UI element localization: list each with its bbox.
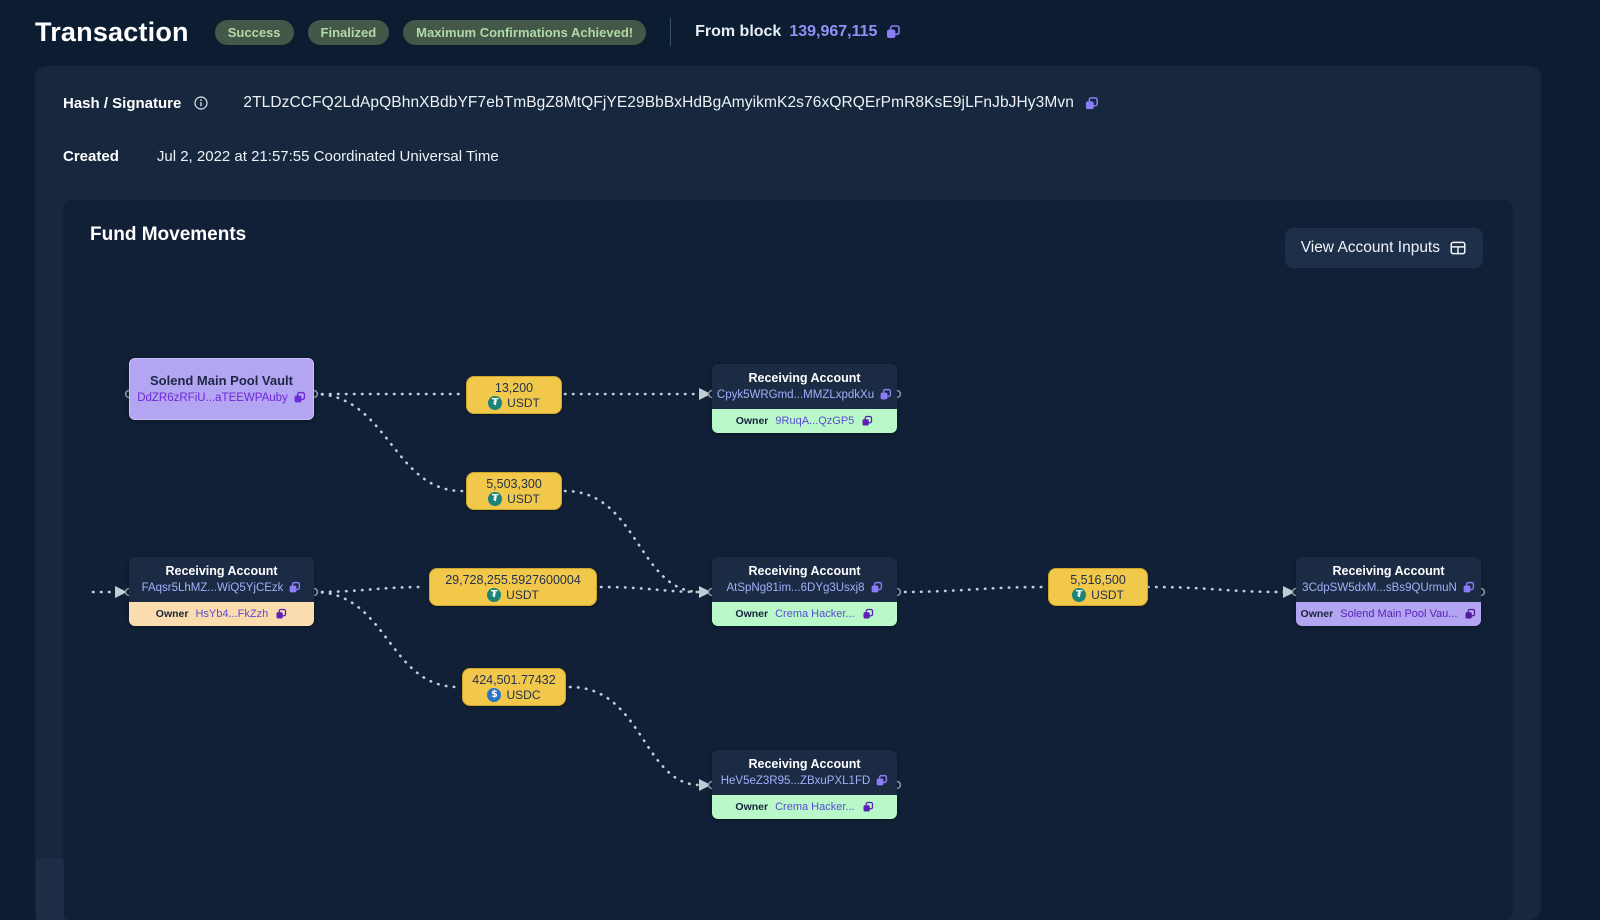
created-row: Created Jul 2, 2022 at 21:57:55 Coordina…: [63, 148, 499, 165]
copy-block-icon[interactable]: [885, 24, 901, 40]
owner-label: Owner: [735, 415, 769, 427]
owner-address-link[interactable]: Crema Hacker...: [775, 801, 855, 813]
owner-label: Owner: [735, 608, 769, 620]
copy-hash-icon[interactable]: [1084, 96, 1099, 111]
token-symbol: USDT: [507, 491, 540, 506]
page-title: Transaction: [35, 16, 189, 47]
token-symbol: USDT: [507, 395, 540, 410]
transfer-amount: 5,503,300: [486, 476, 542, 491]
token-symbol: USDT: [1091, 587, 1124, 602]
owner-address-link[interactable]: 9RuqA...QzGP5: [775, 415, 855, 427]
transfer-node-5516500-usdt[interactable]: 5,516,500 USDT: [1048, 568, 1148, 606]
transfer-amount: 424,501.77432: [472, 672, 556, 687]
flow-edges: [91, 388, 1486, 791]
account-address-link[interactable]: AtSpNg81im...6DYg3Usxj8: [726, 581, 865, 594]
account-title: Receiving Account: [748, 564, 861, 578]
copy-owner-icon[interactable]: [861, 415, 873, 427]
account-title: Receiving Account: [748, 757, 861, 771]
owner-badge: Owner HsYb4...FkZzh: [129, 602, 314, 626]
copy-owner-icon[interactable]: [862, 801, 874, 813]
transfer-node-424501-usdc[interactable]: 424,501.77432 USDC: [462, 668, 566, 706]
account-address-link[interactable]: 3CdpSW5dxM...sBs9QUrmuN: [1302, 581, 1457, 594]
copy-address-icon[interactable]: [879, 388, 892, 401]
fund-movements-title: Fund Movements: [90, 224, 247, 245]
status-badge-confirmations: Maximum Confirmations Achieved!: [403, 19, 647, 45]
from-block: From block 139,967,115: [695, 23, 901, 41]
created-value: Jul 2, 2022 at 21:57:55 Coordinated Univ…: [156, 148, 499, 165]
account-title: Solend Main Pool Vault: [149, 373, 293, 388]
fund-flow-diagram: Solend Main Pool Vault DdZR6zRFiU...aTEE…: [63, 200, 1513, 920]
created-label: Created: [63, 148, 119, 165]
transfer-amount: 29,728,255.5927600004: [445, 572, 581, 587]
token-symbol: USDT: [506, 587, 539, 602]
view-account-inputs-label: View Account Inputs: [1300, 239, 1440, 256]
owner-label: Owner: [1300, 608, 1334, 620]
account-address-link[interactable]: HeV5eZ3R95...ZBxuPXL1FD: [720, 774, 871, 787]
block-number-link[interactable]: 139,967,115: [789, 23, 878, 40]
node-receiving-account-middle[interactable]: Receiving Account AtSpNg81im...6DYg3Usxj…: [712, 557, 897, 626]
copy-owner-icon[interactable]: [1464, 608, 1476, 620]
owner-badge: Owner Solend Main Pool Vau...: [1296, 602, 1481, 626]
copy-address-icon[interactable]: [288, 581, 301, 594]
usdc-icon: [487, 687, 502, 702]
flow-controls-strip: [36, 858, 64, 920]
usdt-icon: [488, 491, 503, 506]
hash-label: Hash / Signature: [63, 94, 182, 112]
edge-arrowheads: [115, 388, 1295, 791]
account-title: Receiving Account: [748, 371, 861, 385]
transfer-amount: 13,200: [494, 380, 534, 395]
owner-label: Owner: [155, 608, 189, 620]
owner-badge: Owner Crema Hacker...: [712, 795, 897, 819]
node-receiving-account-bottom[interactable]: Receiving Account HeV5eZ3R95...ZBxuPXL1F…: [712, 750, 897, 819]
transfer-node-5503300-usdt[interactable]: 5,503,300 USDT: [466, 472, 562, 510]
usdt-icon: [1072, 587, 1087, 602]
node-receiving-account-left[interactable]: Receiving Account FAqsr5LhMZ...WiQ5YjCEz…: [129, 557, 314, 626]
usdt-icon: [487, 587, 502, 602]
node-solend-main-pool-vault[interactable]: Solend Main Pool Vault DdZR6zRFiU...aTEE…: [129, 358, 314, 420]
account-address-link[interactable]: FAqsr5LhMZ...WiQ5YjCEzk: [141, 581, 284, 594]
account-address-link[interactable]: Cpyk5WRGmd...MMZLxpdkXu: [716, 388, 875, 401]
owner-address-link[interactable]: Solend Main Pool Vau...: [1340, 608, 1458, 620]
owner-address-link[interactable]: HsYb4...FkZzh: [195, 608, 269, 620]
fund-movements-panel: Fund Movements View Account Inputs: [63, 200, 1513, 920]
copy-address-icon[interactable]: [870, 581, 883, 594]
from-block-label: From block: [695, 23, 782, 40]
node-receiving-account-right[interactable]: Receiving Account 3CdpSW5dxM...sBs9QUrmu…: [1296, 557, 1481, 626]
copy-owner-icon[interactable]: [275, 608, 287, 620]
info-icon[interactable]: [193, 95, 209, 111]
copy-address-icon[interactable]: [1462, 581, 1475, 594]
token-symbol: USDC: [506, 687, 541, 702]
account-title: Receiving Account: [1332, 564, 1445, 578]
page-header: Transaction Success Finalized Maximum Co…: [35, 0, 901, 64]
owner-address-link[interactable]: Crema Hacker...: [775, 608, 855, 620]
hash-row: Hash / Signature 2TLDzCCFQ2LdApQBhnXBdbY…: [63, 94, 1099, 112]
status-badge-success: Success: [214, 19, 294, 45]
transfer-node-13200-usdt[interactable]: 13,200 USDT: [466, 376, 562, 414]
transaction-card: Hash / Signature 2TLDzCCFQ2LdApQBhnXBdbY…: [35, 66, 1541, 920]
status-badge-finalized: Finalized: [307, 19, 390, 45]
transfer-amount: 5,516,500: [1070, 572, 1126, 587]
owner-badge: Owner 9RuqA...QzGP5: [712, 409, 897, 433]
copy-address-icon[interactable]: [293, 391, 306, 404]
transfer-node-29728255-usdt[interactable]: 29,728,255.5927600004 USDT: [429, 568, 597, 606]
header-divider: [670, 18, 672, 46]
account-address-link[interactable]: DdZR6zRFiU...aTEEWPAuby: [137, 391, 288, 404]
node-receiving-account-top[interactable]: Receiving Account Cpyk5WRGmd...MMZLxpdkX…: [712, 364, 897, 433]
account-title: Receiving Account: [165, 564, 278, 578]
owner-label: Owner: [735, 801, 769, 813]
view-account-inputs-button[interactable]: View Account Inputs: [1284, 228, 1483, 268]
owner-badge: Owner Crema Hacker...: [712, 602, 897, 626]
copy-owner-icon[interactable]: [862, 608, 874, 620]
table-icon: [1449, 239, 1467, 257]
hash-value: 2TLDzCCFQ2LdApQBhnXBdbYF7ebTmBgZ8MtQFjYE…: [243, 94, 1074, 111]
usdt-icon: [488, 395, 503, 410]
copy-address-icon[interactable]: [875, 774, 888, 787]
